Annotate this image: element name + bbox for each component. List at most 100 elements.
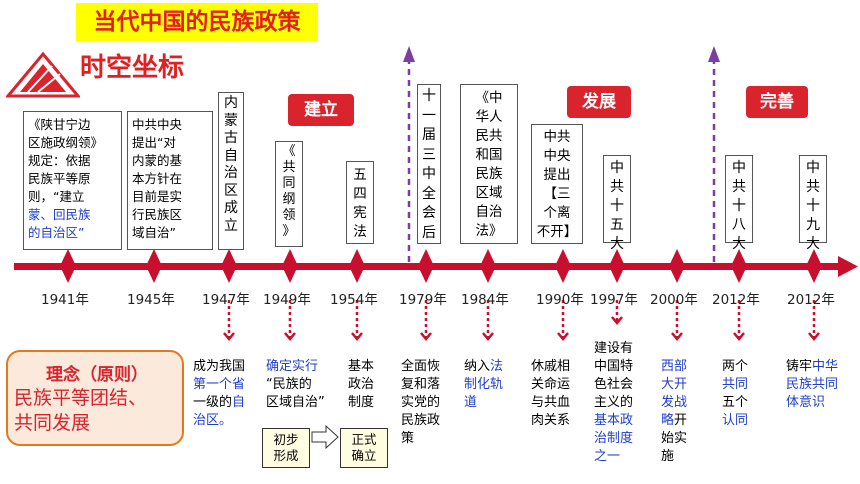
flow-arrow xyxy=(311,424,339,450)
vertical-char: 共 xyxy=(610,179,624,195)
desc-1990-line-4: 肉关系 xyxy=(531,413,571,428)
event-1945-line-6: 行民族区 xyxy=(132,207,183,222)
event-1990-line-5: 个离 xyxy=(543,205,571,221)
flow-box-formal: 正式 确立 xyxy=(340,428,388,468)
event-box-1979: 十一届三中全会后 xyxy=(417,84,441,244)
concept-title: 理念（原则） xyxy=(46,365,148,385)
event-1945-line-7: 域自治” xyxy=(132,225,176,240)
desc-1954: 基本 政治 制度 xyxy=(348,358,374,412)
vertical-char: 全 xyxy=(422,185,436,202)
purple-arrowhead-1979 xyxy=(403,46,415,62)
desc-1984-line-1: 纳入法 xyxy=(464,358,503,376)
year-label: 1984年 xyxy=(461,292,509,308)
concept-body-line-1: 民族平等团结、 xyxy=(14,387,148,409)
event-1941-blue-2: 的自治区” xyxy=(28,225,85,240)
vertical-char: 三 xyxy=(422,146,436,163)
vertical-char: 宪 xyxy=(353,205,367,221)
desc-1954-line-3: 制度 xyxy=(348,395,375,410)
desc-2012a-line-4: 认同 xyxy=(722,413,749,428)
desc-1997-line-7: 之一 xyxy=(594,449,621,464)
desc-2012a-line-3: 五个 xyxy=(722,395,749,410)
vertical-char: 立 xyxy=(224,217,238,234)
desc-1954-line-2: 政治 xyxy=(348,377,375,392)
timeline-marker xyxy=(221,249,237,283)
concept-body: 民族平等团结、 共同发展 xyxy=(14,386,147,436)
vertical-char: 一 xyxy=(422,107,436,124)
desc-1947-line-2: 第一个省 xyxy=(193,377,246,392)
desc-2012-18th: 两个 共同 五个 认同 xyxy=(722,358,748,430)
event-1945-line-4: 本方针在 xyxy=(132,171,183,186)
dotted-arrowhead xyxy=(223,332,235,341)
year-label: 2012年 xyxy=(787,292,835,308)
event-1984-line-6: 区域 xyxy=(475,185,503,201)
dotted-arrowhead xyxy=(351,332,363,341)
vertical-char: 九 xyxy=(806,217,820,233)
vertical-char: 》 xyxy=(282,224,296,239)
desc-1997-line-4: 主义的 xyxy=(594,395,634,410)
desc-1984-text-1: 纳入 xyxy=(464,359,491,374)
vertical-char: 中 xyxy=(806,160,820,176)
desc-2000-line-4: 略开 xyxy=(661,412,687,430)
flow-to-line-1: 正式 xyxy=(351,432,377,447)
desc-1947-line-1: 成为我国 xyxy=(193,359,246,374)
event-1945-line-2: 提出“对 xyxy=(132,135,176,150)
desc-2000-line-3: 发战 xyxy=(661,395,688,410)
section-subtitle: 时空坐标 xyxy=(80,53,185,83)
event-1990-line-1: 中共 xyxy=(543,129,571,145)
desc-1984-line-3: 道 xyxy=(464,395,478,410)
desc-1979-line-3: 实党的 xyxy=(401,395,441,410)
desc-1997-line-2: 中国特 xyxy=(594,359,634,374)
timeline-arrowhead xyxy=(838,256,858,277)
desc-1949: 确定实行 “民族的 区域自治” xyxy=(266,358,325,412)
desc-1979-line-5: 策 xyxy=(401,431,415,446)
vertical-char: 届 xyxy=(422,127,436,143)
vertical-char: 八 xyxy=(732,217,746,233)
vertical-char: 大 xyxy=(610,236,624,252)
event-1990-line-4: 【三 xyxy=(543,186,571,202)
vertical-char: 共 xyxy=(282,160,296,175)
year-label: 1979年 xyxy=(399,292,447,308)
vertical-char: 后 xyxy=(422,224,436,241)
vertical-char: 蒙 xyxy=(224,112,238,129)
timeline-marker xyxy=(555,249,571,283)
concept-box: 理念（原则） 民族平等团结、 共同发展 xyxy=(6,350,184,446)
desc-2000-line-5: 始实 xyxy=(661,431,688,446)
event-1984-line-5: 民族 xyxy=(475,166,503,182)
desc-1979-line-1: 全面恢 xyxy=(401,359,441,374)
event-box-1945: 中共中央 提出“对 内蒙的基 本方针在 目前是实 行民族区 域自治” xyxy=(127,111,213,250)
event-1941-blue-1: 蒙、回民族 xyxy=(28,207,91,222)
timeline-marker xyxy=(806,249,822,283)
desc-1949-line-1: 确定实行 xyxy=(266,359,319,374)
purple-arrowhead-2012 xyxy=(708,46,720,62)
vertical-char: 自 xyxy=(224,147,238,164)
desc-1990-line-3: 与共血 xyxy=(531,395,571,410)
desc-1949-line-2: “民族的 xyxy=(266,377,312,392)
dotted-arrowhead xyxy=(284,332,296,341)
timeline-marker xyxy=(609,249,625,283)
event-1984-line-8: 法》 xyxy=(475,223,503,239)
event-1941-text-5: 则，“建立 xyxy=(28,189,85,204)
timeline-marker xyxy=(480,249,496,283)
event-box-2012-19th: 中共十九大 xyxy=(799,155,827,252)
event-1984-line-4: 和国 xyxy=(475,147,503,163)
event-box-2012-18th: 中共十八大 xyxy=(725,155,753,252)
desc-1947-blue-3: 自 xyxy=(232,395,246,410)
vertical-char: 《 xyxy=(282,144,296,159)
dotted-arrowhead xyxy=(671,332,683,341)
desc-1997: 建设有 中国特 色社会 主义的 基本政 治制度 之一 xyxy=(594,340,633,466)
year-label: 1945年 xyxy=(127,292,175,308)
event-1941-line-3: 规定：依据 xyxy=(28,153,91,168)
event-1984-line-1: 《中 xyxy=(475,90,503,106)
flow-box-initial: 初步 形成 xyxy=(262,428,310,468)
event-1945-line-1: 中共中央 xyxy=(132,117,183,132)
event-1990-line-3: 提出 xyxy=(543,167,571,183)
desc-2012a-line-2: 共同 xyxy=(722,377,749,392)
flow-from-line-2: 形成 xyxy=(273,448,299,463)
year-label: 1947年 xyxy=(202,292,250,308)
event-box-1984: 《中 华人 民共 和国 民族 区域 自治 法》 xyxy=(460,84,518,244)
desc-1984: 纳入法 制化轨 道 xyxy=(464,358,503,412)
vertical-char: 大 xyxy=(806,236,820,252)
year-label: 1941年 xyxy=(41,292,89,308)
event-1984-line-3: 民共 xyxy=(475,128,503,144)
vertical-char: 十 xyxy=(806,198,820,214)
